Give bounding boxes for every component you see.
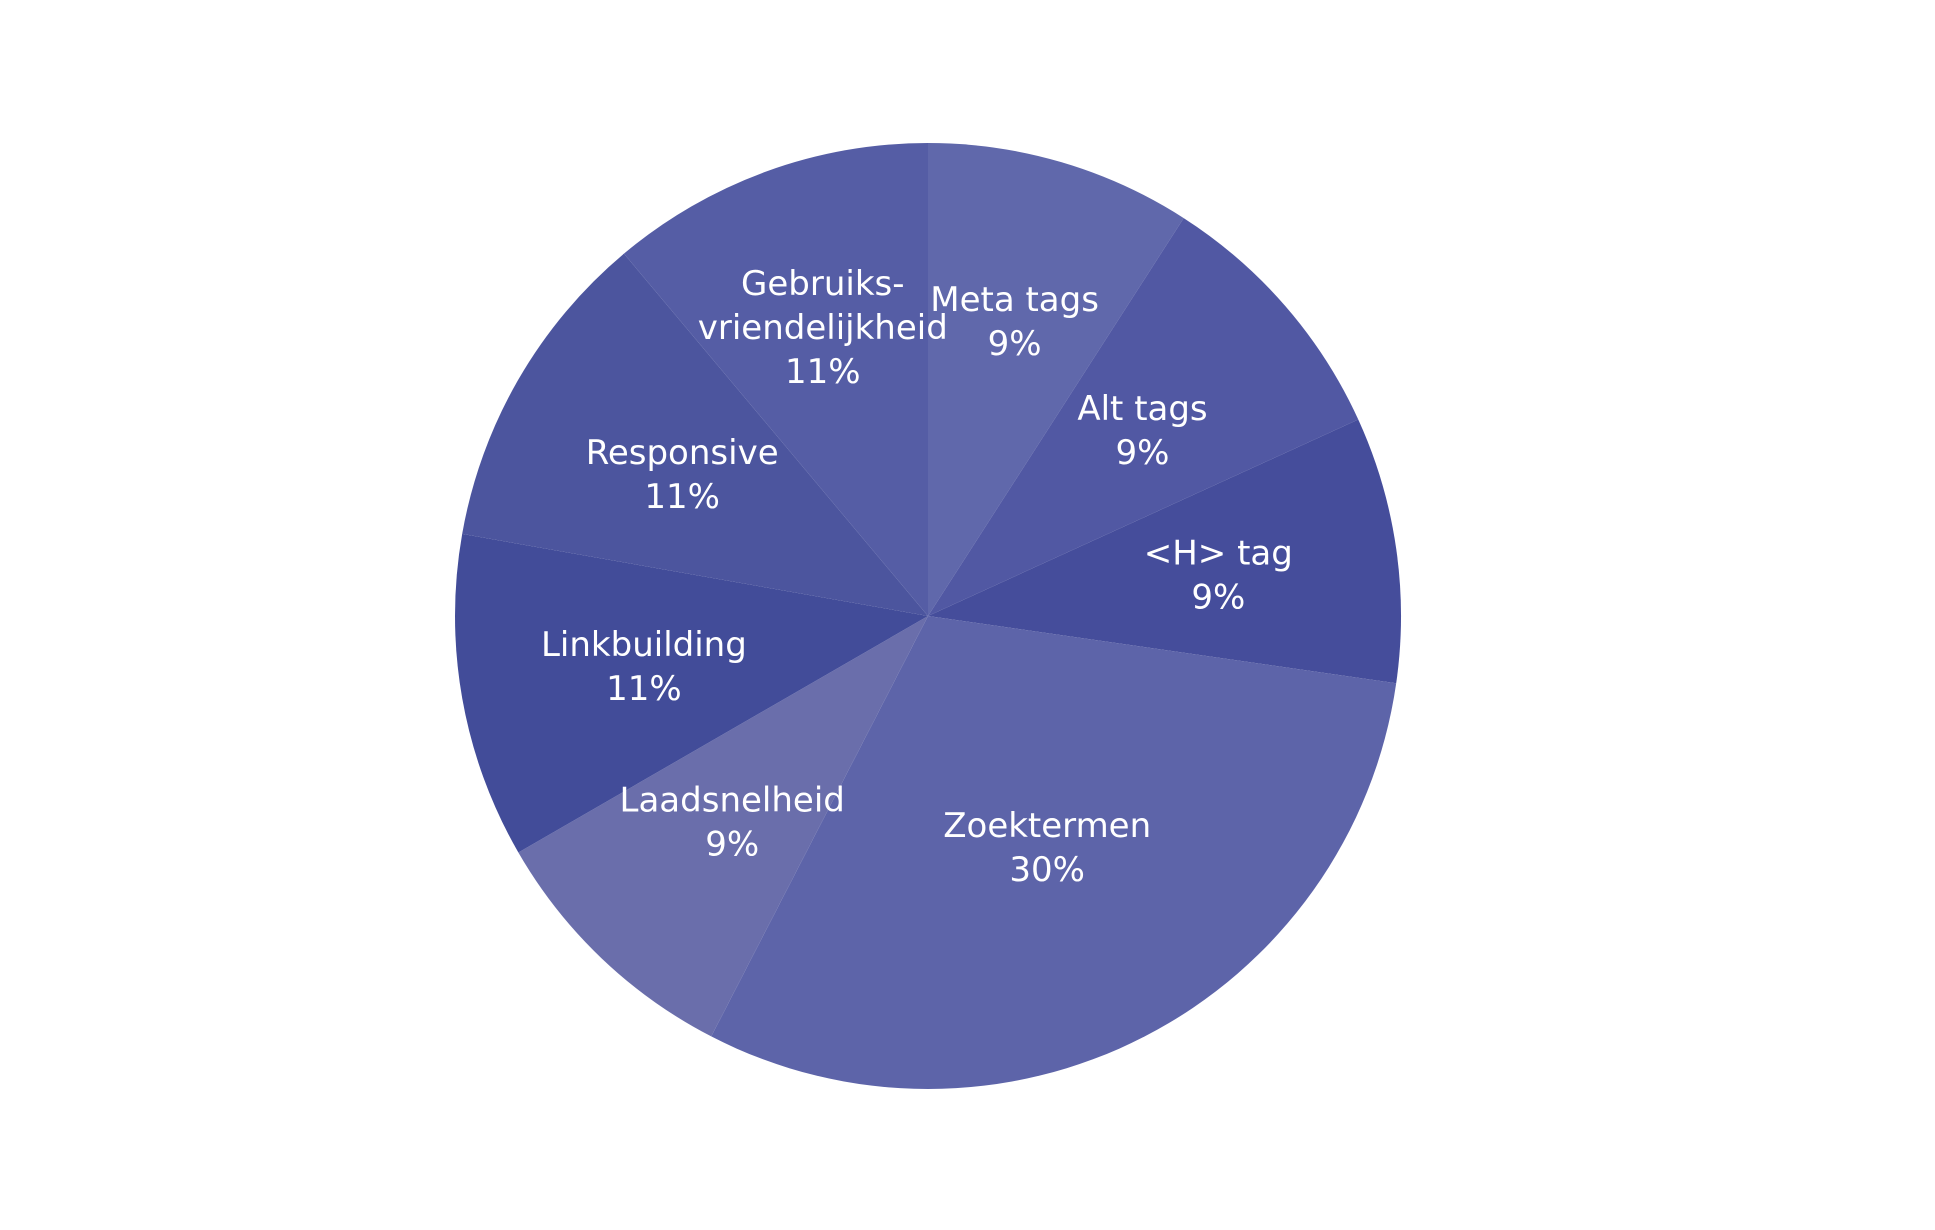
slice-percent-label: 11% xyxy=(644,477,720,517)
pie-slice xyxy=(623,143,928,616)
slice-percent-label: 9% xyxy=(1116,433,1170,473)
pie-slice xyxy=(928,143,1184,616)
slice-name-label: Responsive xyxy=(586,433,779,473)
slice-name-label: <H> tag xyxy=(1144,533,1293,573)
slice-name-label: Linkbuilding xyxy=(541,625,747,665)
slice-name-label: Zoektermen xyxy=(943,806,1151,846)
slice-percent-label: 11% xyxy=(785,352,861,392)
slice-name-label: Meta tags xyxy=(930,280,1099,320)
slice-percent-label: 11% xyxy=(606,669,682,709)
slice-percent-label: 9% xyxy=(1191,577,1245,617)
pie-slice xyxy=(711,616,1397,1090)
pie-slice xyxy=(455,533,928,853)
pie-slice xyxy=(518,616,928,1037)
pie-slice xyxy=(928,419,1402,684)
slice-name-label: Alt tags xyxy=(1077,389,1207,429)
pie-slices xyxy=(455,143,1402,1090)
slice-percent-label: 9% xyxy=(705,824,759,864)
slice-percent-label: 30% xyxy=(1009,850,1085,890)
slice-name-label: Gebruiks- xyxy=(741,264,905,304)
slice-percent-label: 9% xyxy=(988,324,1042,364)
pie-slice xyxy=(928,218,1359,616)
slice-name-label: Laadsnelheid xyxy=(620,780,845,820)
pie-slice xyxy=(462,253,928,616)
slice-name-label: vriendelijkheid xyxy=(698,308,948,348)
